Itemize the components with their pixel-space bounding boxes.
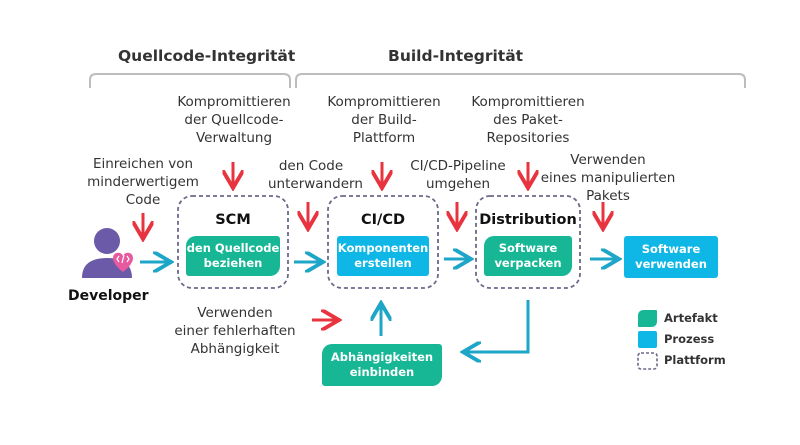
developer-label: Developer [68,288,149,304]
bracket-build [295,73,746,88]
legend-artifact-label: Artefakt [664,311,718,325]
legend-platform-swatch [637,352,658,370]
platform-title-scm: SCM [215,212,251,228]
legend-artifact-swatch [638,310,657,327]
legend-platform-label: Plattform [664,353,726,367]
flow-arrow-dist-dep [466,300,530,352]
platform-cicd [327,195,439,289]
platform-title-cicd: CI/CD [360,212,405,228]
legend-process-swatch [638,331,657,348]
header-build-integrity: Build-Integrität [388,47,524,65]
developer-code-icon [82,228,133,278]
platform-scm [177,195,289,289]
platform-title-distribution: Distribution [479,212,577,228]
legend-process-label: Prozess [664,332,715,346]
header-source-integrity: Quellcode-Integrität [118,47,296,65]
bracket-source [89,73,291,88]
platform-distribution [475,195,581,289]
